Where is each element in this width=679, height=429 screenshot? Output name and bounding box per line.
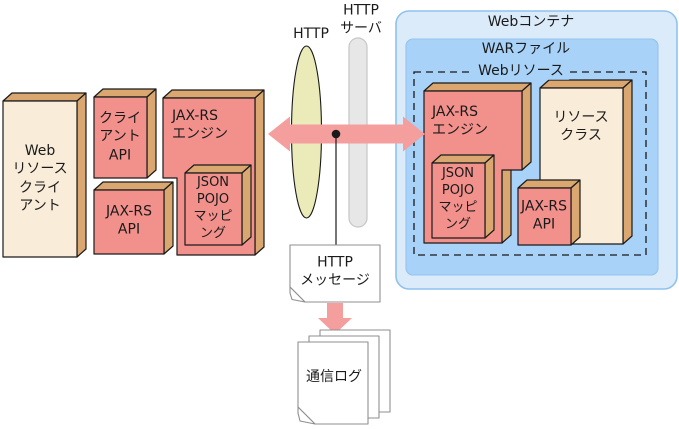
note-outline [289, 244, 381, 303]
box-side-face [570, 179, 581, 246]
box-json-pojo-right [431, 154, 495, 239]
box-top-face [93, 88, 157, 98]
down-arrow [318, 303, 352, 334]
box-front-face [431, 162, 486, 239]
box-side-face [622, 79, 633, 245]
tap-point-dot [331, 129, 341, 139]
box-front-face [93, 96, 148, 179]
box-top-face [162, 89, 265, 99]
box-top-face [93, 181, 174, 191]
box-side-face [254, 89, 265, 256]
box-front-face [184, 172, 243, 246]
box-jaxrs-api-right [517, 179, 581, 246]
log-fold-corner [297, 406, 316, 425]
log-page-front [297, 341, 369, 425]
bidirectional-arrow [268, 116, 425, 152]
box-top-face [539, 79, 633, 89]
box-side-face [521, 82, 532, 171]
box-front-face [2, 100, 78, 258]
box-top-face [517, 179, 581, 189]
web-resource-dashed-box [413, 71, 647, 256]
http-message-note [289, 244, 381, 303]
box-front-face [93, 189, 165, 255]
box-side-face [146, 88, 157, 179]
box-client-api [93, 88, 157, 179]
box-top-face [184, 164, 252, 174]
box-side-face [241, 164, 252, 246]
box-top-face [423, 82, 532, 92]
box-json-pojo-left [184, 164, 252, 246]
box-side-face [163, 181, 174, 255]
box-top-face [431, 154, 495, 164]
box-web-resource-client [2, 92, 87, 258]
note-fold-corner [289, 286, 306, 303]
box-top-face [2, 92, 87, 102]
box-jaxrs-api-left [93, 181, 174, 255]
box-side-face-lower [501, 161, 512, 244]
box-front-face [517, 187, 572, 246]
box-side-face [76, 92, 87, 258]
comm-log-pages [297, 329, 391, 425]
box-side-face [484, 154, 495, 239]
